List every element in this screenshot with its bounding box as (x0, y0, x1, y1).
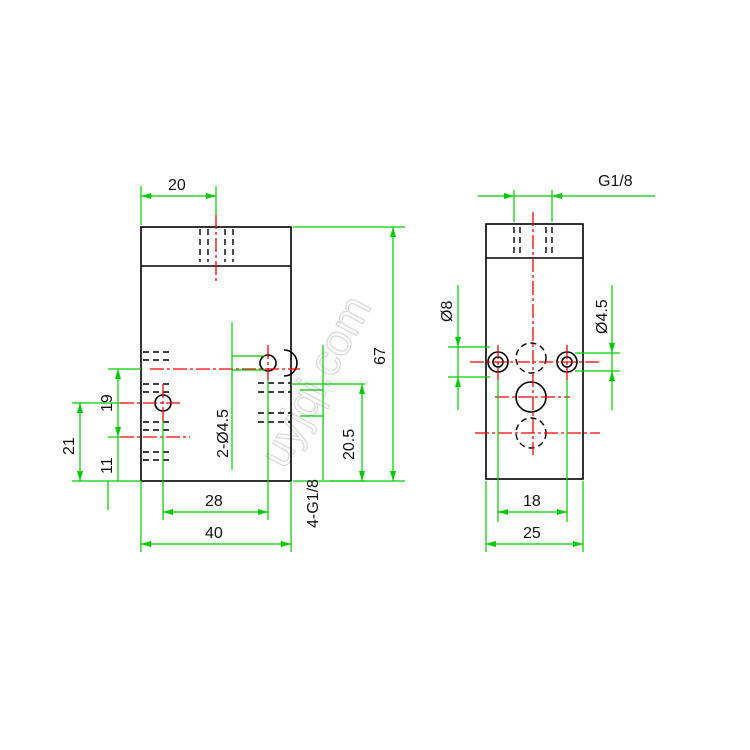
dim-20: 20 (168, 177, 186, 194)
dim-25: 25 (523, 525, 541, 542)
side-view: G1/8 Ø8 Ø4.5 18 25 (439, 173, 655, 552)
dim-28: 28 (205, 493, 223, 510)
dim-dia-8: Ø8 (439, 301, 456, 322)
front-view: 20 67 19 21 11 2-Ø4.5 20.5 4-G1/8 28 40 (61, 177, 405, 552)
dim-67: 67 (372, 347, 389, 365)
front-holes (154, 349, 298, 412)
side-centerlines (470, 212, 600, 455)
front-hidden-lines (143, 229, 291, 461)
front-dimensions (72, 186, 405, 552)
dim-mount-holes: 2-Ø4.5 (215, 409, 232, 458)
dim-21: 21 (61, 437, 78, 455)
dim-18: 18 (523, 493, 541, 510)
front-centerlines (120, 215, 300, 438)
side-body-outline (485, 223, 584, 480)
side-dimensions (448, 190, 655, 552)
dim-dia-4-5: Ø4.5 (594, 299, 611, 334)
dim-40: 40 (205, 525, 223, 542)
front-arrowheads (77, 193, 396, 547)
dim-g1-8: G1/8 (598, 173, 633, 190)
dim-19: 19 (99, 394, 116, 412)
dim-11: 11 (99, 457, 116, 474)
dim-ports: 4-G1/8 (305, 479, 322, 528)
dim-20-5: 20.5 (341, 429, 358, 460)
side-arrowheads (455, 193, 615, 547)
